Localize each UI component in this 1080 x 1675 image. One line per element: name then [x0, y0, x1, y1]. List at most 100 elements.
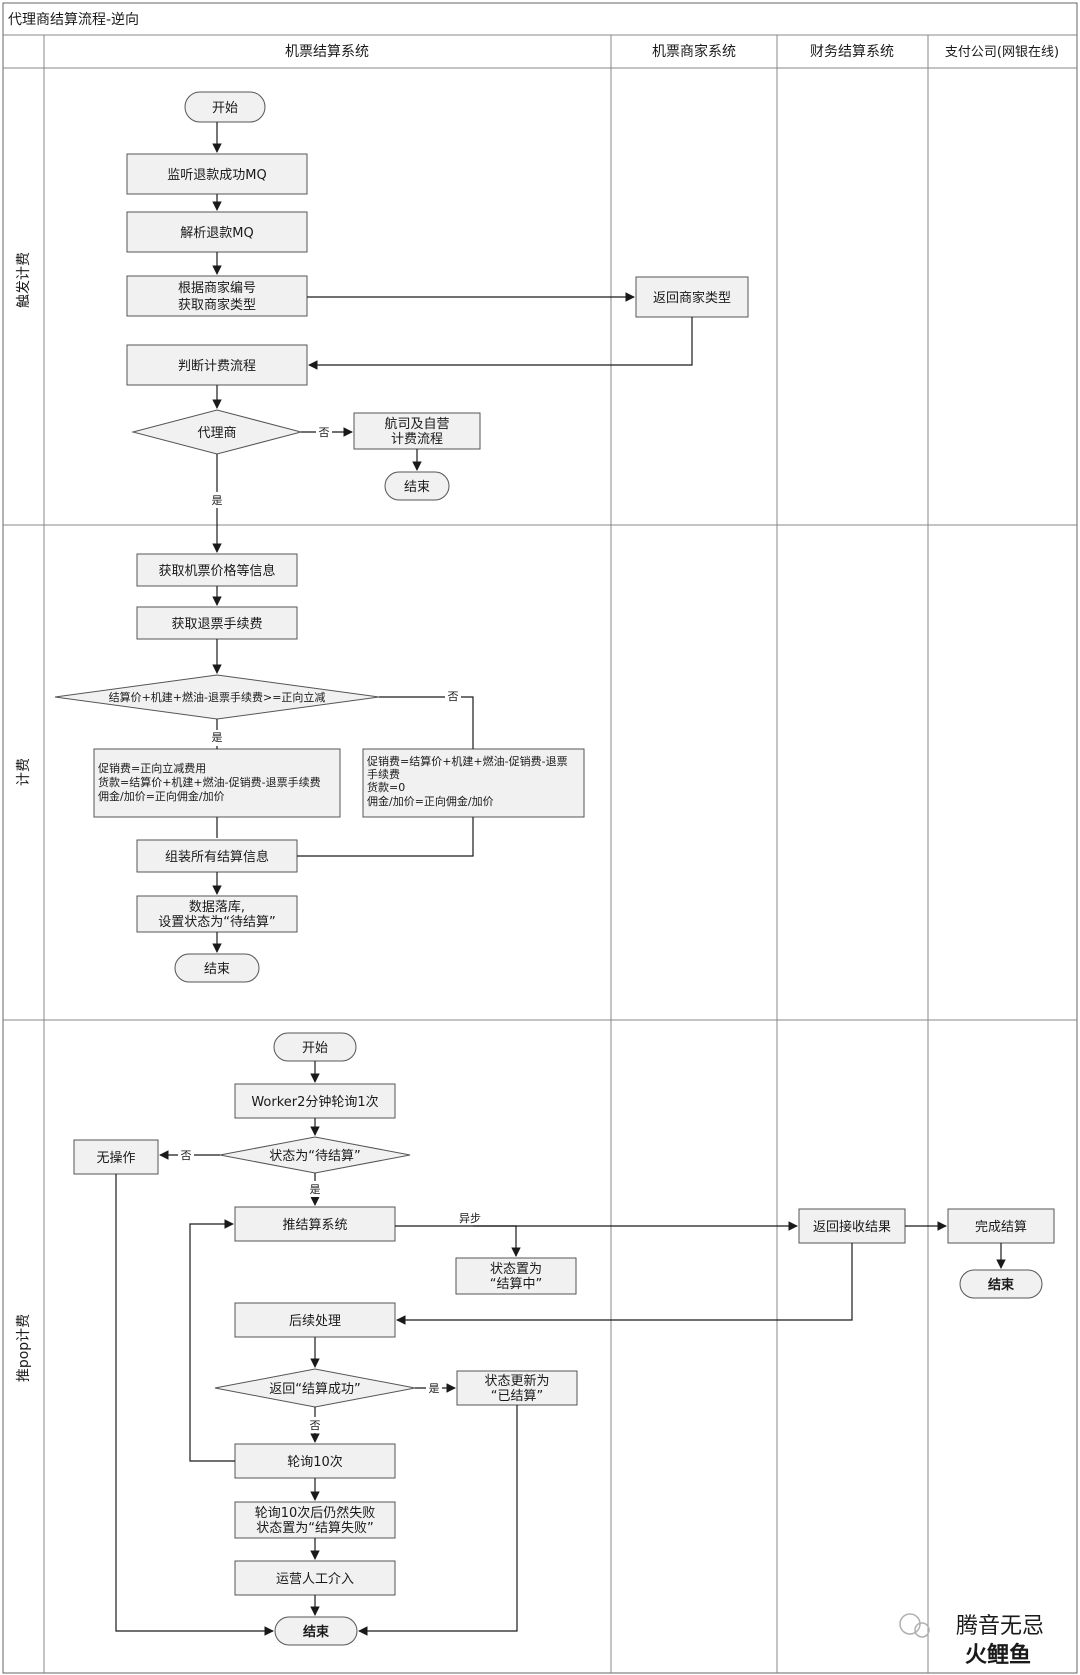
edge-label-yes-2: 是 — [212, 731, 223, 744]
watermark-logo-text: 火鲤鱼 — [965, 1642, 1031, 1668]
yes-branch-formula-line-2: 货款=结算价+机建+燃油-促销费-退票手续费 — [98, 775, 321, 789]
wechat-icon — [899, 1613, 921, 1635]
lane-label-trigger: 触发计费 — [16, 252, 32, 308]
no-branch-formula-line-2: 手续费 — [367, 767, 400, 781]
return-merchant-type-box — [635, 276, 749, 318]
judge-billing-flow-label: 判断计费流程 — [178, 359, 256, 374]
get-merchant-type-box — [126, 275, 308, 317]
end-node-1 — [384, 471, 450, 501]
get-ticket-price-box — [136, 553, 298, 587]
save-to-db-label-2: 设置状态为“待结算” — [158, 915, 275, 930]
watermark: 腾音无忌 火鲤鱼 — [899, 1613, 1044, 1668]
end-node-3-label: 结束 — [303, 1624, 330, 1640]
end-node-payment — [959, 1269, 1043, 1299]
end-node-3 — [274, 1616, 358, 1646]
diagram-title: 代理商结算流程-逆向 — [8, 12, 139, 28]
return-merchant-type-label: 返回商家类型 — [653, 290, 731, 306]
yes-branch-formula-box — [93, 748, 341, 818]
get-merchant-type-label-2: 获取商家类型 — [178, 297, 256, 313]
end-node-1-label: 结束 — [404, 480, 430, 495]
no-branch-formula-box — [362, 748, 585, 818]
judge-billing-flow-box — [126, 344, 308, 386]
get-refund-fee-box — [136, 606, 298, 640]
edge-nobox-assemble — [297, 817, 474, 857]
end-node-payment-label: 结束 — [988, 1277, 1015, 1293]
edge-noop-end — [115, 1174, 274, 1636]
edge-return-followup — [396, 1243, 853, 1325]
get-merchant-type-label-1: 根据商家编号 — [178, 280, 256, 296]
status-settled-label-1: 状态更新为 — [484, 1373, 549, 1389]
column-header-ticket-settlement: 机票结算系统 — [285, 44, 369, 60]
edge-label-no-3: 否 — [181, 1149, 192, 1162]
listen-refund-mq-box — [126, 153, 308, 195]
watermark-text: 腾音无忌 — [956, 1614, 1044, 1639]
save-to-db-box — [136, 895, 298, 933]
end-node-2-label: 结束 — [204, 962, 230, 977]
settlement-failed-label-1: 轮询10次后仍然失败 — [255, 1505, 376, 1521]
worker-poll-label: Worker2分钟轮询1次 — [251, 1094, 378, 1110]
edge-label-yes-1: 是 — [212, 494, 223, 507]
column-header-finance: 财务结算系统 — [810, 44, 894, 60]
agent-decision-label: 代理商 — [197, 426, 236, 441]
yes-branch-formula-line-3: 佣金/加价=正向佣金/加价 — [98, 789, 225, 803]
status-settling-label-1: 状态置为 — [490, 1262, 542, 1277]
settlement-success-label: 返回“结算成功” — [269, 1382, 360, 1397]
settlement-failed-box — [234, 1501, 396, 1539]
edge-poll-loop-back — [189, 1219, 235, 1462]
edge-label-no-4: 否 — [310, 1419, 321, 1432]
parse-refund-mq-label: 解析退款MQ — [180, 226, 253, 241]
edge-label-yes-4: 是 — [429, 1382, 440, 1395]
manual-intervention-label: 运营人工介入 — [276, 1572, 354, 1587]
assemble-settlement-box — [136, 839, 298, 873]
edge-label-yes-3: 是 — [310, 1183, 321, 1196]
push-settlement-label: 推结算系统 — [282, 1218, 347, 1233]
return-receive-result-label: 返回接收结果 — [813, 1219, 891, 1235]
airline-billing-label-2: 计费流程 — [391, 432, 443, 447]
listen-refund-mq-label: 监听退款成功MQ — [167, 168, 266, 183]
complete-settlement-box — [947, 1208, 1055, 1244]
settlement-condition-label: 结算价+机建+燃油-退票手续费>=正向立减 — [109, 690, 326, 704]
lane-label-billing: 计费 — [16, 758, 32, 786]
edge-label-no-2: 否 — [448, 690, 459, 703]
start-node-1-label: 开始 — [212, 101, 238, 116]
poll-ten-times-label: 轮询10次 — [287, 1454, 343, 1470]
no-branch-formula-line-4: 佣金/加价=正向佣金/加价 — [367, 794, 494, 808]
edge-label-no-1: 否 — [319, 426, 330, 439]
edge-push-settling — [473, 1225, 521, 1257]
end-node-2 — [174, 953, 260, 983]
no-branch-formula-line-1: 促销费=结算价+机建+燃油-促销费-退票 — [367, 754, 568, 768]
lane-label-push-pop: 推pop计费 — [16, 1314, 32, 1382]
column-header-payment: 支付公司(网银在线) — [945, 45, 1059, 60]
airline-billing-box — [353, 412, 481, 450]
parse-refund-mq-box — [126, 211, 308, 253]
settlement-failed-label-2: 状态置为“结算失败” — [256, 1521, 373, 1536]
status-settling-label-2: “结算中” — [490, 1277, 542, 1292]
edge-settled-end — [358, 1405, 518, 1636]
complete-settlement-label: 完成结算 — [975, 1220, 1027, 1235]
edge-condition-no — [379, 696, 474, 749]
get-refund-fee-label: 获取退票手续费 — [171, 617, 262, 632]
edge-returntype-judge — [308, 317, 693, 370]
status-settling-box — [455, 1257, 577, 1295]
pending-status-decision — [219, 1136, 411, 1174]
no-operation-label: 无操作 — [96, 1150, 135, 1166]
pending-status-label: 状态为“待结算” — [269, 1149, 360, 1164]
no-operation-box — [73, 1139, 159, 1175]
yes-branch-formula-line-1: 促销费=正向立减费用 — [98, 761, 206, 775]
push-settlement-box — [234, 1206, 396, 1242]
manual-intervention-box — [234, 1560, 396, 1596]
assemble-settlement-label: 组装所有结算信息 — [165, 849, 269, 865]
save-to-db-label-1: 数据落库, — [189, 899, 245, 915]
return-receive-result-box — [798, 1208, 906, 1244]
start-node-1 — [184, 91, 266, 123]
no-branch-formula-line-3: 货款=0 — [367, 780, 405, 794]
edge-label-async: 异步 — [459, 1212, 481, 1225]
airline-billing-label-1: 航司及自营 — [384, 416, 449, 432]
column-header-merchant: 机票商家系统 — [652, 43, 736, 60]
follow-up-label: 后续处理 — [289, 1314, 341, 1329]
get-ticket-price-label: 获取机票价格等信息 — [158, 563, 275, 579]
start-node-3-label: 开始 — [302, 1041, 328, 1056]
status-settled-label-2: “已结算” — [491, 1389, 543, 1404]
